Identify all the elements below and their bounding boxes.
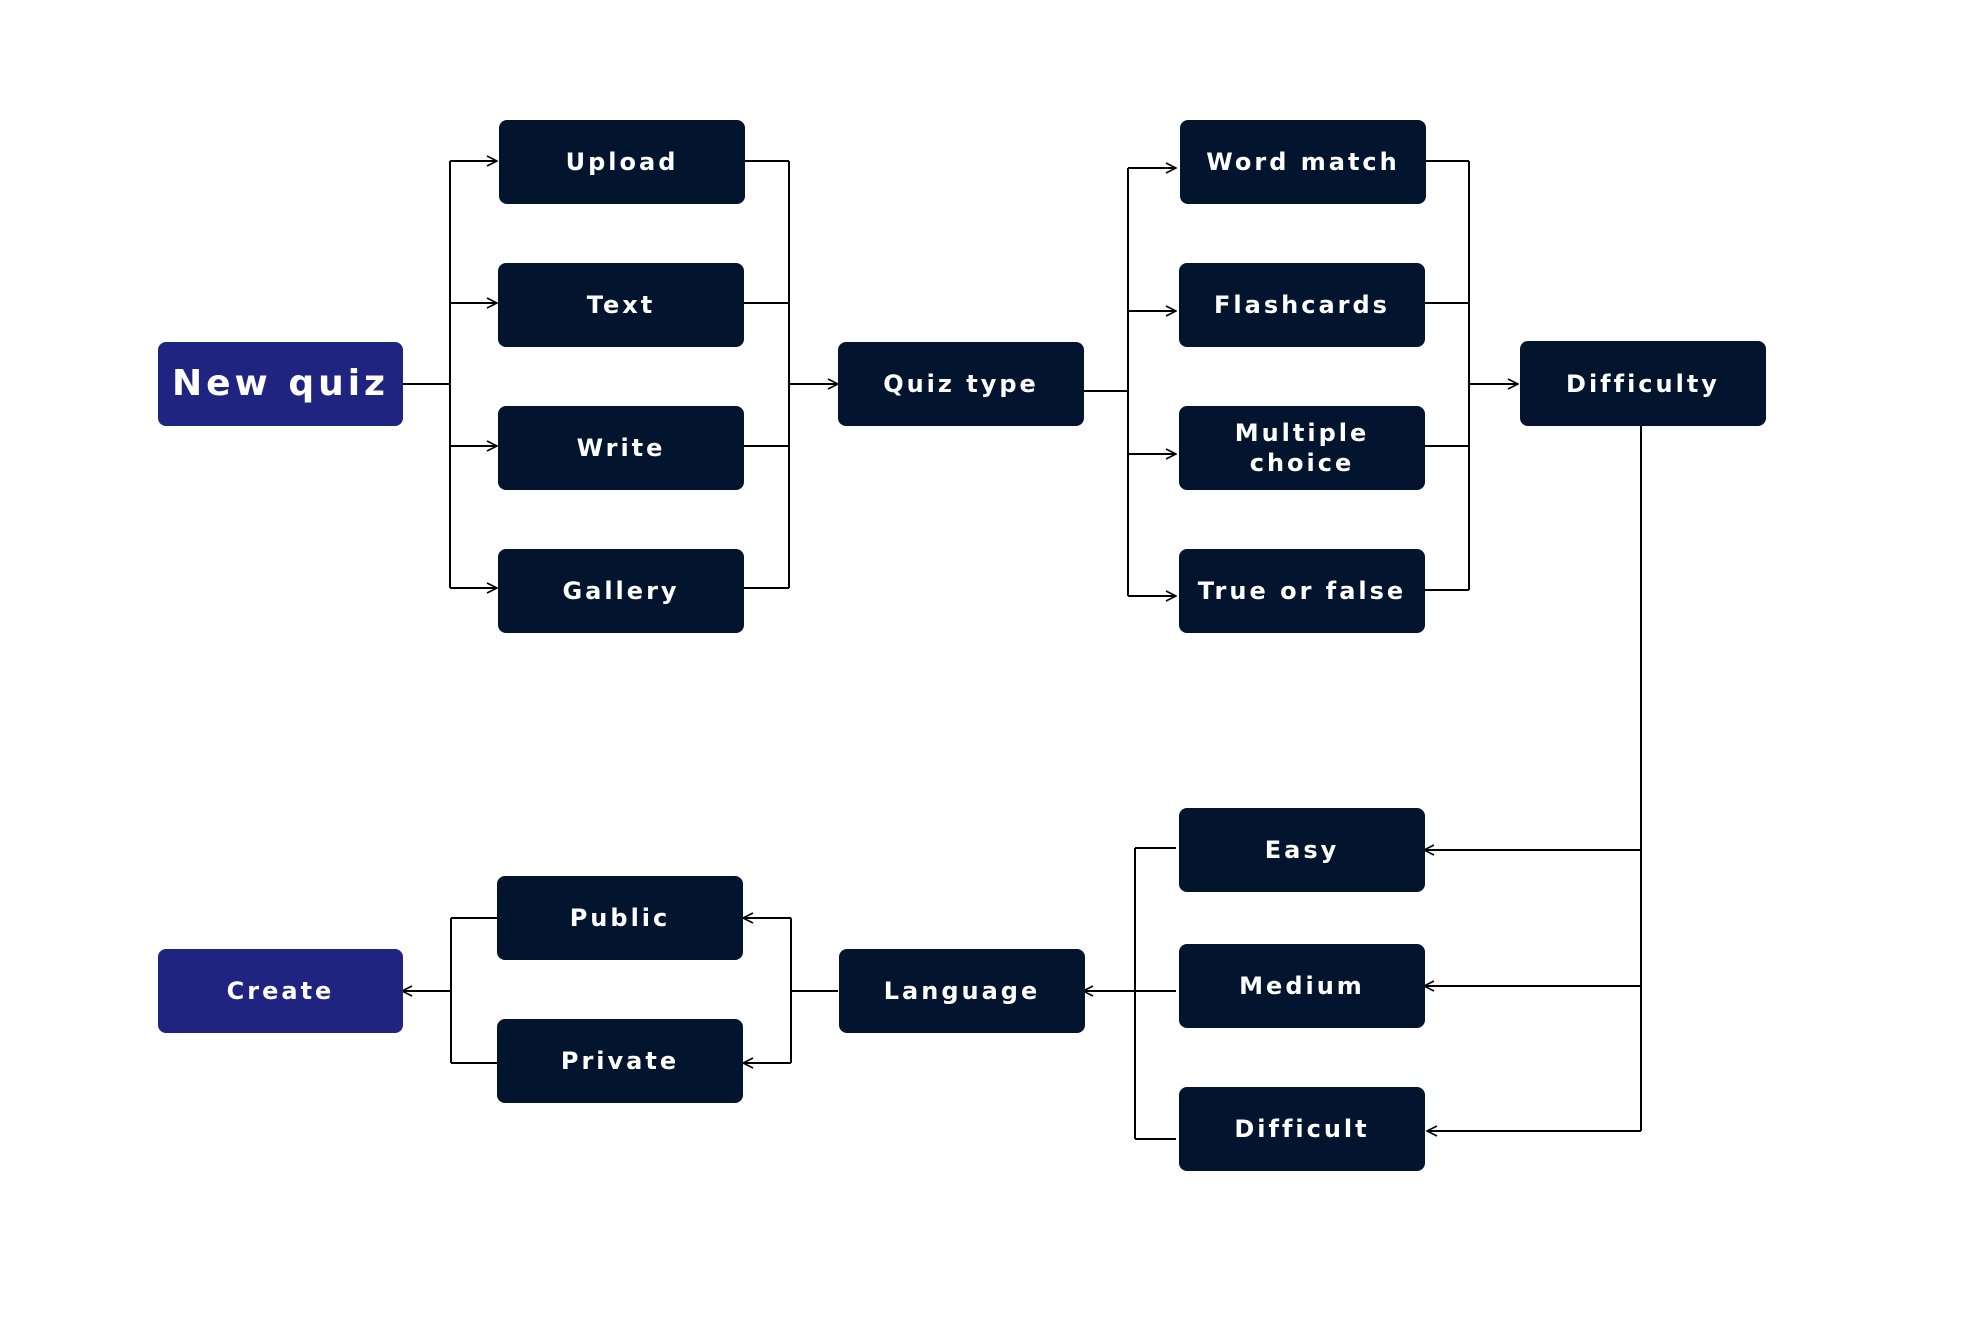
node-multiple-choice[interactable]: Multiple choice — [1179, 406, 1425, 490]
node-gallery[interactable]: Gallery — [498, 549, 744, 633]
node-upload[interactable]: Upload — [499, 120, 745, 204]
node-create[interactable]: Create — [158, 949, 403, 1033]
node-true-or-false[interactable]: True or false — [1179, 549, 1425, 633]
node-new-quiz[interactable]: New quiz — [158, 342, 403, 426]
node-multiple-choice-line2: choice — [1249, 449, 1355, 477]
node-private[interactable]: Private — [497, 1019, 743, 1103]
node-language[interactable]: Language — [839, 949, 1085, 1033]
node-write[interactable]: Write — [498, 406, 744, 490]
node-easy[interactable]: Easy — [1179, 808, 1425, 892]
node-text[interactable]: Text — [498, 263, 744, 347]
node-flashcards[interactable]: Flashcards — [1179, 263, 1425, 347]
node-public[interactable]: Public — [497, 876, 743, 960]
node-quiz-type[interactable]: Quiz type — [838, 342, 1084, 426]
node-word-match[interactable]: Word match — [1180, 120, 1426, 204]
node-difficult[interactable]: Difficult — [1179, 1087, 1425, 1171]
node-medium[interactable]: Medium — [1179, 944, 1425, 1028]
node-difficulty[interactable]: Difficulty — [1520, 341, 1766, 426]
node-multiple-choice-line1: Multiple — [1234, 419, 1370, 447]
